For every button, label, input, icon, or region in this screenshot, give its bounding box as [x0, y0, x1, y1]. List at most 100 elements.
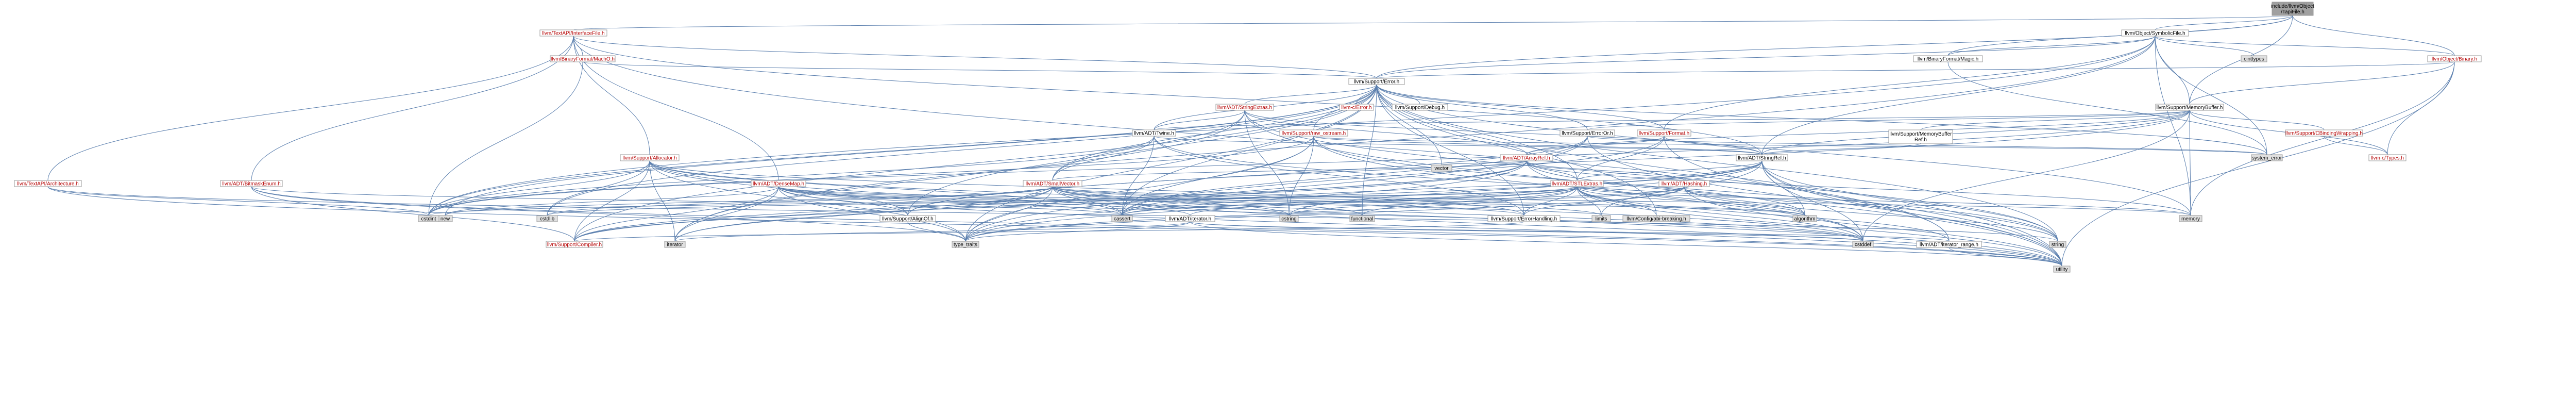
- node-label: llvm/TextAPI/Architecture.h: [17, 181, 78, 187]
- dependency-edge: [1154, 136, 1762, 155]
- node-box: [1500, 154, 1553, 161]
- node-stlextras[interactable]: llvm/ADT/STLExtras.h: [1550, 180, 1604, 187]
- node-label: functional: [1351, 217, 1374, 222]
- dependency-edge: [1376, 61, 2455, 79]
- node-box: [1392, 104, 1448, 111]
- node-new[interactable]: new: [437, 215, 453, 222]
- dependency-edge: [2155, 36, 2455, 56]
- node-stringref[interactable]: llvm/ADT/StringRef.h: [1736, 154, 1788, 161]
- dependency-edge: [649, 160, 675, 242]
- dependency-edge: [1052, 186, 1363, 216]
- node-memorybuf[interactable]: llvm/Support/MemoryBuffer.h: [2155, 104, 2224, 111]
- node-root[interactable]: include/llvm/Object/TapiFile.h: [2271, 2, 2314, 16]
- node-densemap[interactable]: llvm/ADT/DenseMap.h: [751, 180, 806, 187]
- dependency-edge: [1376, 36, 2156, 79]
- dependency-edge: [574, 221, 1524, 242]
- node-box: [1888, 129, 1953, 144]
- node-hashing[interactable]: llvm/ADT/Hashing.h: [1658, 180, 1710, 187]
- node-box: [1349, 215, 1375, 222]
- node-label: llvm/Object/SymbolicFile.h: [2125, 31, 2185, 37]
- node-tapiarch[interactable]: llvm/TextAPI/Architecture.h: [14, 180, 82, 187]
- node-tapiiface[interactable]: llvm/TextAPI/InterfaceFile.h: [539, 29, 607, 37]
- dependency-edge: [251, 186, 1123, 216]
- node-cstring[interactable]: cstring: [1279, 215, 1299, 222]
- node-typetraits[interactable]: type_traits: [952, 241, 979, 248]
- node-label: llvm/BinaryFormat/Magic.h: [1918, 57, 1978, 62]
- dependency-edge: [1052, 186, 1863, 242]
- node-rawostream[interactable]: llvm/Support/raw_ostream.h: [1279, 129, 1348, 137]
- node-binfmtmacho[interactable]: llvm/BinaryFormat/MachO.h: [550, 55, 616, 62]
- dependency-edge: [2292, 15, 2455, 56]
- node-strextras[interactable]: llvm/ADT/StringExtras.h: [1215, 104, 1274, 111]
- node-errorh[interactable]: llvm/Support/ErrorOr.h: [1560, 129, 1615, 137]
- dependency-edge: [1190, 186, 1578, 216]
- node-allocator[interactable]: llvm/Support/Allocator.h: [620, 154, 680, 161]
- dependency-edge: [1244, 110, 2062, 267]
- node-functional[interactable]: functional: [1349, 215, 1375, 222]
- dependency-edge: [1376, 84, 1588, 130]
- node-ctypes[interactable]: llvm-c/Types.h: [2368, 154, 2406, 161]
- node-string[interactable]: string: [2049, 241, 2066, 248]
- node-errhandling[interactable]: llvm/Support/ErrorHandling.h: [1487, 215, 1561, 222]
- dependency-edge: [1376, 84, 2062, 267]
- dependency-edge: [1577, 186, 1863, 242]
- dependency-edge: [1313, 136, 2058, 242]
- node-compiler[interactable]: llvm/Support/Compiler.h: [546, 241, 603, 248]
- dependency-edge: [907, 221, 966, 242]
- node-cstddef[interactable]: cstddef: [1852, 241, 1874, 248]
- dependency-edge: [2155, 36, 2255, 56]
- dependency-edge: [2189, 110, 2191, 216]
- node-box: [2272, 2, 2314, 16]
- node-sysstat[interactable]: system_error: [2251, 154, 2283, 161]
- node-cstdint[interactable]: cstdint: [418, 215, 439, 222]
- node-alignof[interactable]: llvm/Support/AlignOf.h: [879, 215, 936, 222]
- node-vector[interactable]: vector: [1431, 164, 1452, 172]
- dependency-edge: [1376, 84, 1578, 181]
- node-cbinding[interactable]: llvm/Support/CBindingWrapping.h: [2285, 129, 2363, 137]
- dependency-edge: [1244, 84, 1377, 105]
- dependency-edge: [1052, 186, 1805, 216]
- dependency-edge: [1526, 136, 1665, 155]
- node-box: [1339, 104, 1374, 111]
- node-superror[interactable]: llvm/Support/Error.h: [1348, 78, 1405, 85]
- node-binfmtmagic[interactable]: llvm/BinaryFormat/Magic.h: [1913, 55, 1983, 62]
- node-memory[interactable]: memory: [2179, 215, 2202, 222]
- node-box: [2368, 154, 2406, 161]
- node-box: [1132, 129, 1176, 137]
- dependency-edge: [2155, 15, 2293, 30]
- node-utility[interactable]: utility: [2053, 266, 2071, 273]
- node-label: llvm/Support/MemoryBuffer: [1890, 131, 1953, 137]
- node-twine[interactable]: llvm/ADT/Twine.h: [1132, 129, 1176, 137]
- node-algorithm[interactable]: algorithm: [1792, 215, 1817, 222]
- dependency-edge: [1523, 186, 1685, 216]
- node-label: memory: [2181, 217, 2200, 222]
- dependency-edge: [1947, 36, 2156, 56]
- node-limits[interactable]: limits: [1591, 215, 1611, 222]
- node-label: llvm/ADT/ArrayRef.h: [1503, 156, 1550, 161]
- node-label: llvm/Config/abi-breaking.h: [1626, 217, 1686, 222]
- node-cerror[interactable]: llvm-c/Error.h: [1339, 104, 1374, 111]
- node-label: system_error: [2252, 156, 2282, 161]
- node-cfgabi[interactable]: llvm/Config/abi-breaking.h: [1622, 215, 1690, 222]
- node-box: [1550, 180, 1604, 187]
- node-cfgtypes[interactable]: cinttypes: [2241, 55, 2267, 62]
- node-label: /TapiFile.h: [2281, 9, 2304, 15]
- node-bitmask[interactable]: llvm/ADT/BitmaskEnum.h: [220, 180, 283, 187]
- node-arrayref[interactable]: llvm/ADT/ArrayRef.h: [1500, 154, 1553, 161]
- node-iterrange[interactable]: llvm/ADT/iterator_range.h: [1916, 241, 1982, 248]
- dependency-edge: [649, 160, 1863, 242]
- dependency-edge: [2155, 36, 2267, 155]
- node-iterator[interactable]: iterator: [664, 241, 686, 248]
- node-box: [879, 215, 936, 222]
- node-cassert[interactable]: cassert: [1111, 215, 1133, 222]
- node-symfile[interactable]: llvm/Object/SymbolicFile.h: [2121, 29, 2189, 37]
- node-objbinary[interactable]: llvm/Object/Binary.h: [2427, 55, 2482, 62]
- node-smallvec[interactable]: llvm/ADT/SmallVector.h: [1023, 180, 1082, 187]
- node-iteratorh[interactable]: llvm/ADT/iterator.h: [1165, 215, 1215, 222]
- dependency-edge: [1526, 160, 2191, 216]
- node-supdebug[interactable]: llvm/Support/Debug.h: [1392, 104, 1448, 111]
- node-format[interactable]: llvm/Support/Format.h: [1637, 129, 1691, 137]
- dependency-edge: [1190, 221, 2062, 267]
- node-cstdlib[interactable]: cstdlib: [536, 215, 558, 222]
